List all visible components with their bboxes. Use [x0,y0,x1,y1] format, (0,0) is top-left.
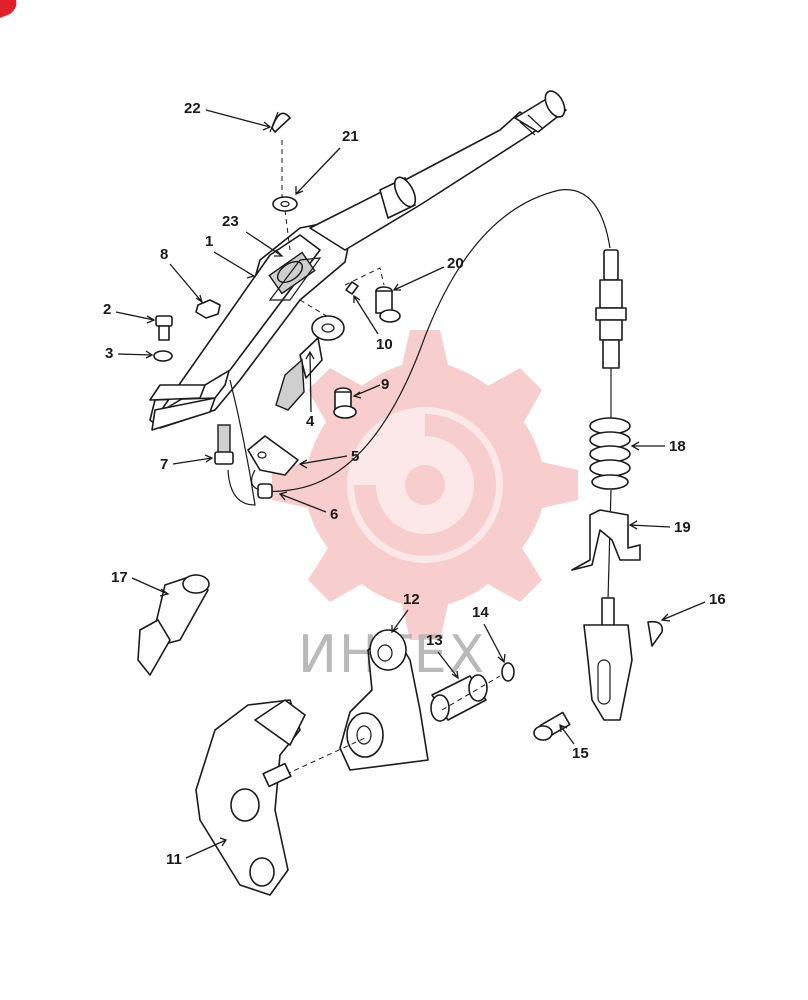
part-13-bushing [430,674,488,722]
callout-group-6: 6 [278,491,338,523]
part-17-switch [137,574,210,676]
clip-hole [257,451,267,459]
part-21-washer [272,196,298,212]
callout-group-4: 4 [305,350,315,430]
callout-10: 10 [376,336,393,353]
washer-hole [280,200,290,208]
part-10-pin [345,281,359,295]
callout-9: 9 [381,376,389,393]
callout-13: 13 [426,632,443,649]
cable-end-fitting [595,249,627,420]
lever-handle-tube [309,90,567,251]
part-18-spring [589,417,631,490]
part-2-screw [155,315,173,341]
callout-group-8: 8 [160,246,204,304]
centerline-shaft [277,675,501,779]
part-12-lever-arm [339,629,429,771]
part-3-washer [153,350,173,362]
callout-12: 12 [403,591,420,608]
callout-19: 19 [674,519,691,536]
callout-group-7: 7 [160,454,214,473]
part-4-rod-end [275,315,345,411]
part-20-pin [375,286,401,323]
callout-group-17: 17 [111,569,170,597]
part-14-clip [501,662,515,682]
part-15-pin [533,711,571,741]
callout-group-13: 13 [426,632,459,680]
part-22-cotter-pin [269,111,291,133]
callout-group-22: 22 [184,100,272,131]
callout-group-12: 12 [391,591,420,634]
callout-group-23: 23 [222,213,284,257]
callout-group-11: 11 [166,837,228,868]
callout-23: 23 [222,213,239,230]
callout-group-19: 19 [628,519,691,536]
callout-11: 11 [166,851,182,868]
cable-segment [607,489,612,601]
part-19-bracket [571,509,641,571]
callout-group-18: 18 [630,438,686,455]
part-8-nut [195,299,221,319]
control-cable [250,189,611,493]
callout-22: 22 [184,100,201,117]
clevis [583,597,633,721]
part-1-lever-bracket [149,221,351,431]
part-5-clip [247,435,299,476]
corner-badge [0,0,17,18]
cable-loop [227,379,256,506]
part-7-bolt [214,424,234,465]
callout-18: 18 [669,438,686,455]
centerline-20 [299,267,385,319]
callout-group-2: 2 [103,301,156,324]
part-16-cotter-pin [647,620,664,647]
callout-group-1: 1 [205,233,256,279]
callout-6: 6 [330,506,338,523]
callout-16: 16 [709,591,726,608]
callout-3: 3 [105,345,113,362]
callout-group-10: 10 [353,294,393,353]
callout-group-3: 3 [105,345,154,362]
centerline-22 [281,140,291,251]
callout-4: 4 [306,413,315,430]
watermark-gear-icon [272,330,578,640]
part-11-bellcrank [195,699,306,896]
callout-15: 15 [572,745,589,762]
part-6-bushing [257,483,273,499]
callout-1: 1 [205,233,213,250]
callout-group-14: 14 [472,604,506,664]
callout-group-15: 15 [559,723,589,762]
callout-5: 5 [351,448,359,465]
callout-7: 7 [160,456,168,473]
callout-17: 17 [111,569,128,586]
callout-group-5: 5 [298,448,359,469]
callout-group-16: 16 [660,591,726,622]
callout-20: 20 [447,255,464,272]
callout-group-9: 9 [352,376,389,399]
callout-group-20: 20 [392,255,464,291]
part-9-pin [333,387,357,419]
callout-group-21: 21 [295,128,359,195]
callout-8: 8 [160,246,168,263]
callout-21: 21 [342,128,359,145]
callout-14: 14 [472,604,489,621]
callout-2: 2 [103,301,111,318]
